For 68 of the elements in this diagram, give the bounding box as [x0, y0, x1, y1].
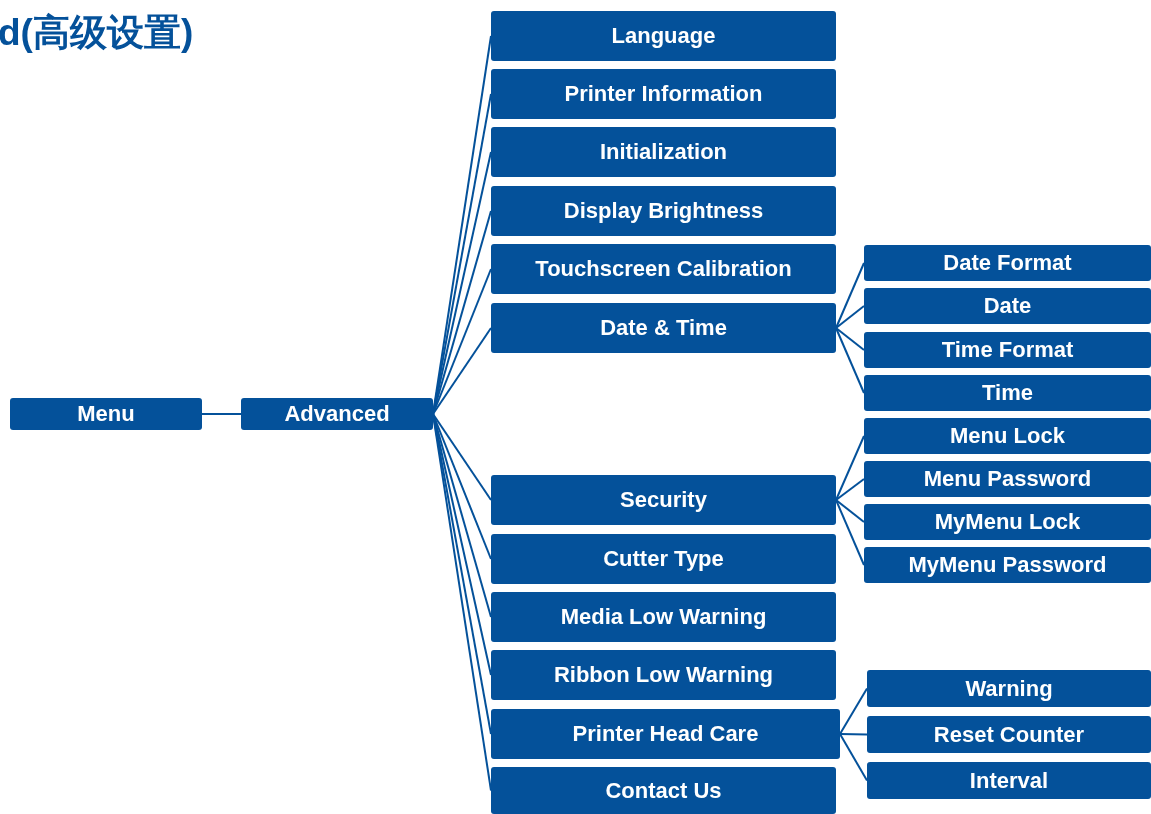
menu-item-label: Menu Password	[923, 466, 1092, 492]
menu-item-label: MyMenu Password	[908, 552, 1107, 578]
connector-line	[432, 327, 492, 415]
connector-line	[835, 435, 865, 501]
menu-item-label: Interval	[969, 767, 1049, 794]
menu-item-box	[864, 332, 1151, 368]
menu-item-box	[491, 650, 836, 700]
menu-item-label: Ribbon Low Warning	[553, 662, 774, 688]
connector-line	[839, 733, 868, 782]
menu-item-box	[864, 418, 1151, 454]
menu-item-label: Printer Head Care	[572, 721, 759, 747]
menu-item-box	[491, 186, 836, 236]
connector-line	[432, 413, 492, 792]
menu-item-box	[491, 69, 836, 119]
menu-item-label: Contact Us	[605, 777, 722, 804]
connector-line	[835, 305, 865, 329]
connector-line	[835, 478, 865, 501]
menu-item-box	[491, 11, 836, 61]
menu-item-label: Touchscreen Calibration	[535, 256, 792, 282]
menu-item-label: Reset Counter	[933, 721, 1085, 748]
connector-line	[839, 687, 868, 735]
menu-item-label: Menu Lock	[950, 423, 1065, 449]
menu-item-box	[491, 709, 840, 759]
menu-item-label: Date & Time	[600, 315, 727, 341]
menu-item-box	[867, 716, 1151, 753]
connector-line	[835, 499, 865, 566]
menu-item-label: Advanced	[284, 401, 390, 427]
menu-item-label: Printer Information	[564, 81, 763, 107]
connector-line	[835, 499, 865, 523]
menu-item-box	[491, 127, 836, 177]
menu-item-box	[867, 670, 1151, 707]
menu-item-label: Time	[982, 380, 1033, 406]
menu-item-box	[241, 398, 433, 430]
connector-line	[835, 262, 865, 329]
menu-item-box	[864, 375, 1151, 411]
connector-line	[201, 413, 242, 415]
connector-line	[835, 327, 865, 351]
menu-item-box	[864, 288, 1151, 324]
menu-item-label: Language	[611, 23, 716, 49]
menu-item-label: Menu	[77, 401, 135, 427]
menu-item-label: Display Brightness	[563, 198, 764, 224]
menu-item-label: Date Format	[943, 250, 1072, 276]
menu-item-label: Warning	[965, 675, 1053, 702]
menu-item-label: Initialization	[599, 139, 728, 165]
menu-item-label: Date	[983, 293, 1032, 319]
menu-item-box	[491, 303, 836, 353]
menu-item-box	[867, 762, 1151, 799]
menu-item-box	[491, 592, 836, 642]
connector-line	[432, 413, 492, 676]
menu-item-box	[10, 398, 202, 430]
menu-item-box	[491, 767, 836, 814]
menu-item-label: Security	[620, 487, 707, 513]
connector-line	[835, 327, 865, 394]
menu-item-box	[864, 245, 1151, 281]
menu-item-box	[864, 461, 1151, 497]
menu-item-box	[491, 475, 836, 525]
menu-item-box	[864, 504, 1151, 540]
menu-item-box	[491, 534, 836, 584]
menu-item-label: Cutter Type	[603, 546, 724, 572]
menu-item-label: Media Low Warning	[560, 604, 767, 630]
connector-line	[432, 413, 492, 501]
menu-item-box	[864, 547, 1151, 583]
menu-item-label: MyMenu Lock	[934, 509, 1081, 535]
page-title: d(高级设置)	[0, 11, 194, 55]
connector-line	[839, 733, 868, 736]
connector-line	[432, 413, 492, 560]
menu-item-label: Time Format	[941, 337, 1074, 363]
menu-item-box	[491, 244, 836, 294]
